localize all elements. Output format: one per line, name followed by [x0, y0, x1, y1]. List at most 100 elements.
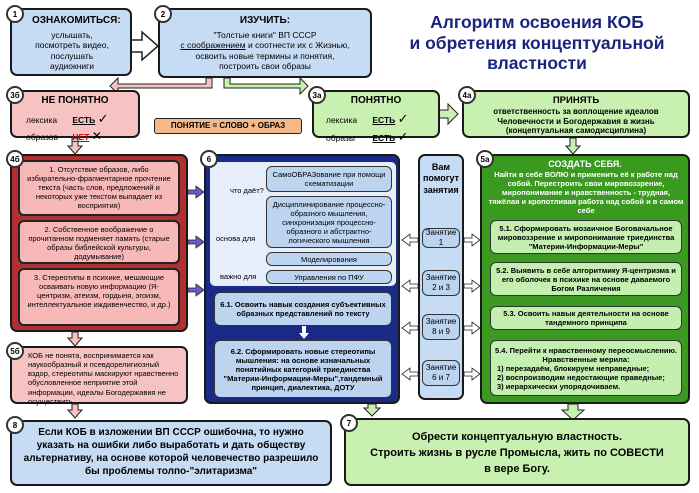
step-1-heading: ОЗНАКОМИТЬСЯ:: [32, 15, 121, 26]
arrow-5a-to-7: [560, 403, 586, 421]
step-7-text: Обрести концептуальную властность. Строи…: [346, 430, 688, 478]
arrow-2-to-3b: [109, 76, 213, 96]
step-3b-heading: НЕ ПОНЯТНО: [41, 95, 109, 106]
step-4b-item-3: 3. Стереотипы в психике, мешающие осваив…: [18, 268, 180, 326]
step-6-number: 6: [200, 150, 218, 168]
step-4b-item-2: 2. Собственное воображение о прочитанном…: [18, 220, 180, 264]
step-5a-item-4-list-1: 1) перезадаём, блокируем неправедные;: [497, 363, 650, 373]
step-5a-number: 5а: [476, 150, 494, 168]
step-3b-box: НЕ ПОНЯТНО лексика ЕСТЬ ✓ образов НЕТ ✕: [10, 90, 140, 143]
step-6-box: что даёт? основа для важно для СамоОБРАЗ…: [204, 154, 400, 404]
step-6-answer-1: СамоОБРАЗование при помощи схематизации: [266, 166, 392, 192]
lesson-8-9-link[interactable]: Занятие 8 и 9: [422, 314, 460, 340]
help-heading-line-2: помогут: [422, 173, 460, 184]
arrows-lessons: [401, 233, 481, 381]
check-icon: ✓: [397, 128, 409, 144]
step-2-text: "Толстые книги" ВП СССР с соображением и…: [162, 30, 368, 71]
title-line-1: Алгоритм освоения КОБ: [430, 12, 644, 32]
arrow-4a-to-5a: [564, 137, 582, 155]
arrows-4b-to-6: [187, 185, 205, 297]
arrow-1-to-2: [129, 30, 160, 62]
help-heading: Вам помогут занятия: [420, 162, 462, 196]
step-3a-row-2: образы ЕСТЬ ✓: [326, 128, 409, 146]
step-6-answer-4: Управления по ПФУ: [266, 270, 392, 284]
step-2-line-2-rest: и соотнести их с Жизнью,: [245, 40, 350, 51]
step-3a-row-1: лексика ЕСТЬ ✓: [326, 110, 409, 128]
step-1-line-2: посмотреть видео,: [35, 40, 109, 51]
step-8-text: Если КОБ в изложении ВП СССР ошибочна, т…: [23, 427, 319, 477]
step-1-line-1: услышать,: [51, 30, 93, 40]
step-2-line-3: освоить новые термины и понятия,: [195, 50, 335, 61]
step-2-line-2: с соображением и соотнести их с Жизнью,: [162, 40, 368, 50]
step-4a-heading: ПРИНЯТЬ: [552, 95, 600, 106]
step-2-heading: ИЗУЧИТЬ:: [239, 15, 291, 26]
step-4a-text: ответственность за воплощение идеалов Че…: [464, 107, 688, 136]
step-1-box: ОЗНАКОМИТЬСЯ: услышать, посмотреть видео…: [10, 8, 132, 76]
help-heading-line-3: занятия: [423, 184, 459, 195]
step-3a-box: ПОНЯТНО лексика ЕСТЬ ✓ образы ЕСТЬ ✓: [312, 90, 440, 144]
check-icon: ✓: [97, 111, 109, 126]
step-7-line-3: в вере Богу.: [484, 462, 550, 475]
step-5a-box: СОЗДАТЬ СЕБЯ. Найти в себе ВОЛЮ и примен…: [480, 154, 690, 404]
help-column: Вам помогут занятия Занятие 1 Занятие 2 …: [418, 154, 464, 400]
arrow-5b-to-8: [66, 403, 84, 419]
step-6-question-3: важно для: [220, 272, 257, 281]
step-1-number: 1: [6, 5, 24, 23]
step-3b-row-2: образов НЕТ ✕: [26, 128, 109, 144]
check-icon: ✓: [397, 111, 409, 126]
step-3a-row-2-value: ЕСТЬ: [372, 132, 396, 143]
step-3b-row-1: лексика ЕСТЬ ✓: [26, 110, 109, 128]
step-4b-number: 4б: [6, 150, 24, 168]
help-heading-line-1: Вам: [431, 162, 451, 172]
step-3a-row-2-label: образы: [326, 132, 355, 143]
step-3a-row-1-label: лексика: [326, 115, 358, 125]
step-3b-rows: лексика ЕСТЬ ✓ образов НЕТ ✕: [26, 110, 109, 144]
step-3b-row-2-label: образов: [26, 131, 58, 142]
step-7-number: 7: [340, 414, 358, 432]
step-2-line-4: построить свои образы: [219, 61, 311, 72]
step-5a-item-4-list-2: 2) воспроизводим недостающие праведные;: [497, 372, 665, 382]
step-4a-box: ПРИНЯТЬ ответственность за воплощение ид…: [462, 90, 690, 138]
step-2-number: 2: [154, 5, 172, 23]
lesson-6-7-link[interactable]: Занятие 6 и 7: [422, 360, 460, 386]
step-4b-item-1: 1. Отсутствие образов, либо избирательно…: [18, 160, 180, 216]
step-6-substep-1: 6.1. Освоить навык создания субъективных…: [214, 292, 392, 326]
step-4a-number: 4а: [458, 86, 476, 104]
step-6-question-1: что даёт?: [230, 186, 264, 195]
step-4a-line-1: ответственность за воплощение идеалов: [493, 107, 659, 116]
step-5a-heading: СОЗДАТЬ СЕБЯ.: [548, 159, 622, 169]
step-4a-line-2: Человечности и Богодержавия в жизнь: [497, 116, 655, 126]
step-5a-item-4-list: 1) перезадаём, блокируем неправедные; 2)…: [493, 364, 679, 391]
step-5b-box: КОБ не понята, воспринимается как наукоо…: [10, 346, 188, 406]
step-5b-number: 5б: [6, 342, 24, 360]
equation-box: ПОНЯТИЕ = СЛОВО + ОБРАЗ: [154, 118, 302, 134]
step-6-question-2: основа для: [216, 234, 256, 243]
step-6-substep-2: 6.2. Сформировать новые стереотипы мышле…: [214, 340, 392, 398]
step-3b-number: 3б: [6, 86, 24, 104]
step-3a-row-1-value: ЕСТЬ: [372, 115, 396, 125]
step-5a-item-4: 5.4. Перейти к нравственному переосмысле…: [490, 340, 682, 396]
step-7-line-1: Обрести концептуальную властность.: [411, 431, 623, 443]
arrow-6-1-to-6-2: [299, 326, 309, 339]
lesson-2-3-link[interactable]: Занятие 2 и 3: [422, 270, 460, 296]
step-4a-line-3: (концептуальная самодисциплина): [505, 126, 647, 136]
step-8-box: Если КОБ в изложении ВП СССР ошибочна, т…: [10, 420, 332, 486]
arrow-4b-to-5b: [66, 331, 84, 347]
step-3b-row-1-value: ЕСТЬ: [72, 115, 96, 125]
step-5b-text: КОБ не понята, воспринимается как наукоо…: [28, 351, 179, 406]
arrow-3b-to-4b: [66, 137, 84, 155]
step-5a-item-4-list-3: 3) иерархически упорядочиваем.: [497, 381, 621, 391]
step-5a-item-3: 5.3. Освоить навык деятельности на основ…: [490, 306, 682, 330]
step-6-answer-2: Дисциплинирование процессно-образного мы…: [266, 196, 392, 248]
step-3a-rows: лексика ЕСТЬ ✓ образы ЕСТЬ ✓: [326, 110, 409, 145]
lesson-1-link[interactable]: Занятие 1: [422, 228, 460, 248]
step-5a-item-4-head: 5.4. Перейти к нравственному переосмысле…: [495, 345, 677, 364]
step-6-qa-panel: что даёт? основа для важно для СамоОБРАЗ…: [210, 162, 396, 286]
step-3a-number: 3а: [308, 86, 326, 104]
title-line-2: и обретения концептуальной: [409, 32, 665, 53]
step-6-answer-3: Моделирования: [266, 252, 392, 266]
step-3b-row-1-label: лексика: [26, 115, 58, 125]
title-line-3: властности: [487, 53, 587, 74]
step-1-text: услышать, посмотреть видео, послушать ау…: [16, 30, 128, 71]
